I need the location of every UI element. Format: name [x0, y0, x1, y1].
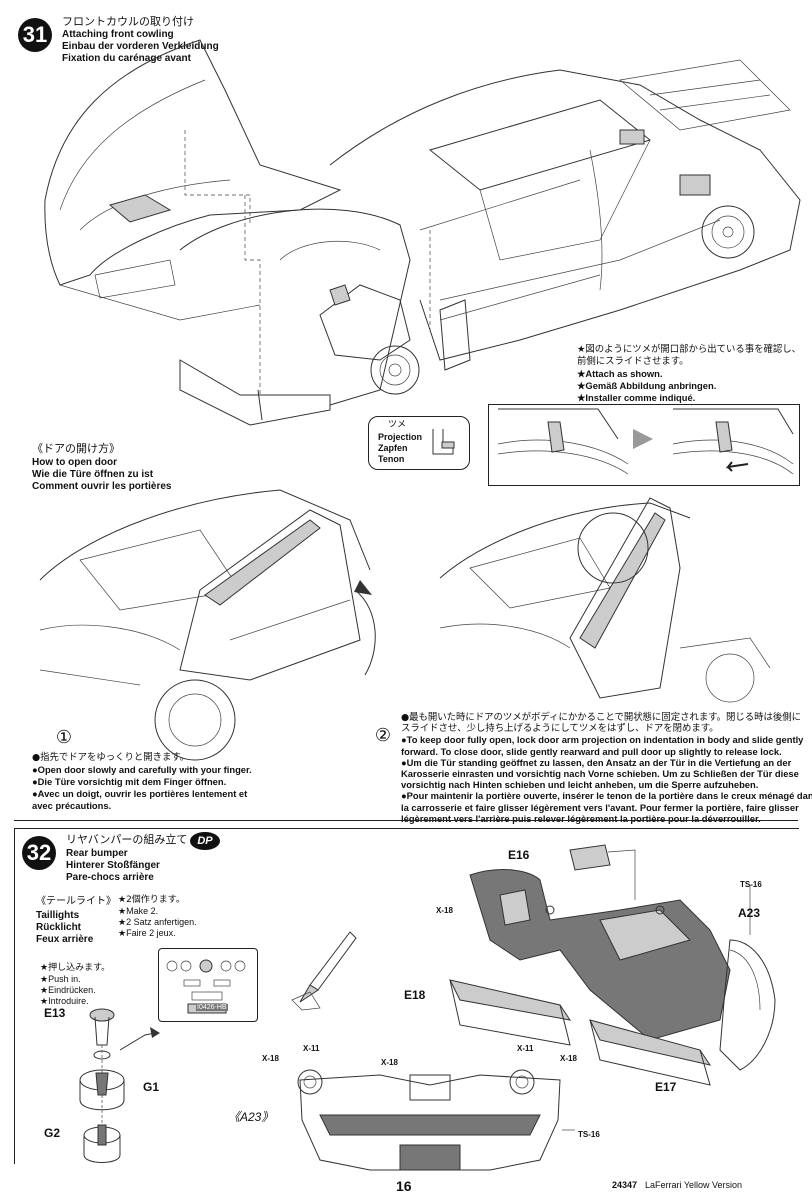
decal-sheet [158, 948, 258, 1022]
push-en: ★Push in. [40, 974, 81, 984]
door2-line: légèrement vers l'arrière puis relever l… [401, 812, 761, 824]
door1-text-en: ●Open door slowly and carefully with you… [32, 764, 252, 775]
x18-label-right: X-18 [436, 906, 453, 915]
door-open-illustration-1 [39, 489, 376, 761]
door2-line: Karosserie einrasten und vorsichtig nach… [401, 768, 799, 780]
part-a23-view-label: 《A23》 [228, 1110, 274, 1124]
step-32-title-jp: リヤバンパーの組み立て [66, 833, 188, 846]
x18-label-2: X-18 [381, 1058, 398, 1067]
part-e18-label: E18 [404, 988, 426, 1002]
step-32-title-fr: Pare-chocs arrière [66, 872, 154, 883]
slide-detail-box [488, 404, 800, 486]
door-title-jp: 《ドアの開け方》 [32, 442, 120, 455]
dp-badge: DP [190, 832, 220, 850]
projection-label-en: Projection [378, 432, 423, 442]
projection-tab-icon [432, 429, 455, 455]
make-fr: ★Faire 2 jeux. [118, 928, 176, 938]
plate-decal-text: I0426-HB [196, 1004, 228, 1011]
door1-text-de: ●Die Türe vorsichtig mit dem Finger öffn… [32, 776, 227, 787]
door2-line: ●Pour maintenir la portière ouverte, ins… [401, 790, 812, 802]
step-31-frame [14, 10, 798, 821]
door2-line: ●最も開いた時にドアのツメがボディにかかることで開状態に固定されます。閉じる時は… [401, 712, 802, 723]
step-31-note-jp-2: 前側にスライドさせます。 [577, 356, 689, 367]
x18-label-3: X-18 [560, 1054, 577, 1063]
make-en: ★Make 2. [118, 906, 159, 916]
door-title-fr: Comment ouvrir les portières [32, 481, 172, 492]
step-31-title-fr: Fixation du carénage avant [62, 53, 191, 64]
step-31-number: 31 [18, 18, 52, 52]
taillight-assembly [79, 1008, 160, 1163]
door-step-1-number: ① [55, 726, 73, 747]
step-32-frame [14, 828, 799, 1164]
door2-line: forward. To close door, slide gently rea… [401, 745, 782, 757]
part-e13-label: E13 [44, 1006, 66, 1020]
projection-label-jp: ツメ [388, 420, 407, 430]
part-g2-label: G2 [44, 1126, 61, 1140]
projection-label-fr: Tenon [378, 454, 405, 464]
footer-code: 24347 [612, 1180, 638, 1190]
step-32-number: 32 [22, 836, 56, 870]
push-de: ★Eindrücken. [40, 985, 96, 995]
taillight-title-de: Rücklicht [36, 922, 82, 933]
make-jp: ★2個作ります。 [118, 895, 185, 905]
brush-tool-icon [291, 931, 357, 1011]
door1-text-jp: ●指先でドアをゆっくりと開きます。 [32, 752, 190, 763]
slide-detail-illustration [497, 408, 794, 475]
page-number: 16 [396, 1178, 412, 1194]
a23-bumper-rear-view [297, 1069, 575, 1171]
x18-label-1: X-18 [262, 1054, 279, 1063]
door-title-de: Wie die Türe öffnen zu ist [32, 469, 154, 480]
door2-line: la carrosserie et faire glisser légèreme… [401, 801, 799, 813]
door1-text-fr-1: ●Avec un doigt, ouvrir les portières len… [32, 788, 248, 799]
step-31-title-en: Attaching front cowling [62, 29, 174, 40]
push-fr: ★Introduire. [40, 996, 89, 1006]
step-31-note-fr: ★Installer comme indiqué. [577, 392, 696, 403]
step-31-note-en: ★Attach as shown. [577, 368, 663, 379]
step-31-title-jp: フロントカウルの取り付け [62, 15, 194, 28]
footer-name: LaFerrari Yellow Version [645, 1180, 743, 1190]
projection-detail-box [368, 416, 470, 470]
door2-line: スライドさせ、少し持ち上げるようにしてツメをはずし、ドアを閉めます。 [401, 723, 719, 735]
door-title-en: How to open door [32, 457, 117, 468]
door-open-illustration-2 [439, 497, 771, 703]
step-32-title-en: Rear bumper [66, 848, 128, 859]
ts16-label-top: TS-16 [740, 880, 762, 889]
step-31-title-de: Einbau der vorderen Verkleidung [62, 41, 219, 52]
taillight-title-fr: Feux arrière [36, 934, 94, 945]
part-e16-label: E16 [508, 848, 530, 862]
step-31-note-jp-1: ★図のようにツメが開口部から出ている事を確認し、 [577, 344, 802, 355]
make-de: ★2 Satz anfertigen. [118, 917, 197, 927]
part-e17-label: E17 [655, 1080, 677, 1094]
door2-line: vorsichtig nach Hinten schieben und leic… [401, 779, 759, 791]
car-front-cowling-illustration [44, 39, 801, 426]
part-a23-label: A23 [738, 906, 761, 920]
x11-label-2: X-11 [517, 1044, 534, 1053]
ts16-label-bottom: TS-16 [578, 1130, 600, 1139]
taillight-title-en: Taillights [36, 910, 80, 921]
door2-text-block: ●最も開いた時にドアのツメがボディにかかることで開状態に固定されます。閉じる時は… [401, 712, 812, 824]
door2-line: ●To keep door fully open, lock door arm … [401, 734, 804, 746]
taillight-title-jp: 《テールライト》 [36, 896, 116, 907]
part-g1-label: G1 [143, 1080, 160, 1094]
step-31-note-de: ★Gemäß Abbildung anbringen. [577, 380, 717, 391]
projection-label-de: Zapfen [378, 443, 408, 453]
push-jp: ★押し込みます。 [40, 963, 111, 973]
door2-line: ●Um die Tür standing geöffnet zu lassen,… [401, 756, 792, 768]
door1-text-fr-2: avec précautions. [32, 800, 112, 811]
rear-bumper-exploded [449, 844, 776, 1086]
x11-label-1: X-11 [303, 1044, 320, 1053]
door-step-2-number: ② [374, 724, 392, 745]
step-32-title-de: Hinterer Stoßfänger [66, 860, 160, 871]
